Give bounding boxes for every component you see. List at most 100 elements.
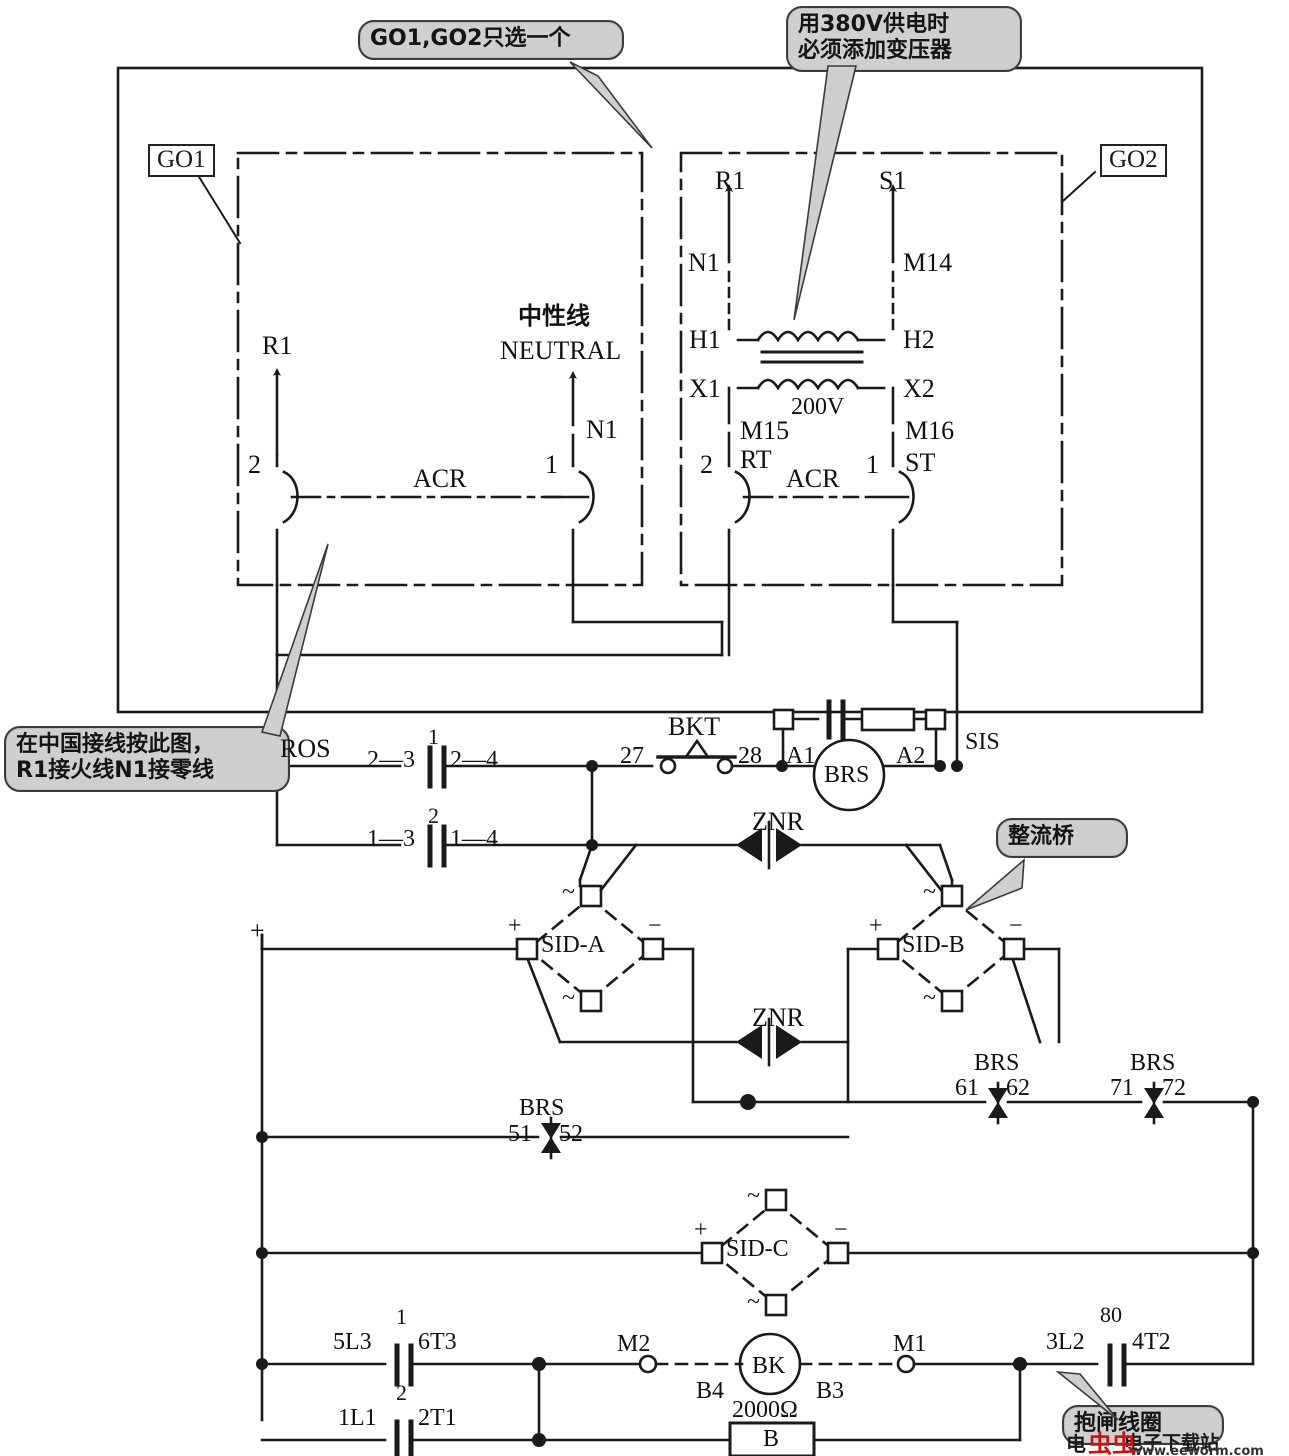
brs-a2-label: A2: [896, 743, 926, 769]
sid-c-ac1: ~: [747, 1183, 760, 1209]
cap5-right-label: 4T2: [1132, 1329, 1171, 1355]
callout-4-leader: [965, 858, 1025, 911]
go1-contact-2-label: 2: [248, 450, 261, 479]
cap1-right-label: 2—4: [450, 747, 498, 773]
callout-rectifier-bridge: 整流桥: [996, 818, 1128, 858]
go1-contact-1-label: 1: [545, 450, 558, 479]
sid-a-ac1: ~: [562, 879, 575, 905]
cap1-left-label: 2—3: [367, 747, 415, 773]
brs-a1-label: A1: [786, 743, 816, 769]
go1-n1-label: N1: [586, 415, 618, 444]
bk-m2-label: M2: [617, 1331, 651, 1357]
callout-go1-go2-choose-one: GO1,GO2只选一个: [358, 20, 624, 60]
watermark-site-cn: 电子下载站: [1124, 1432, 1220, 1454]
go2-frame: [679, 151, 1064, 587]
sid-c-label: SID-C: [726, 1236, 789, 1262]
bus-plus-mark: +: [250, 916, 265, 945]
go1-r1-label: R1: [262, 331, 293, 360]
callout-china-wiring: 在中国接线按此图， R1接火线N1接零线: [4, 726, 290, 792]
go2-x1-label: X1: [689, 374, 721, 403]
go1-frame: [236, 151, 644, 587]
watermark-brand-cn: 电: [1066, 1432, 1086, 1456]
znr-bottom-left-tri: [736, 1025, 762, 1059]
go2-st-label: ST: [905, 448, 936, 477]
brs-71-label: 71: [1110, 1075, 1134, 1101]
sid-b-ac2: ~: [923, 985, 936, 1011]
brs-62-label: 62: [1006, 1075, 1030, 1101]
callout-380v-transformer: 用380V供电时 必须添加变压器: [786, 6, 1022, 72]
brs-coil: [812, 738, 886, 812]
label-go2: GO2: [1100, 144, 1167, 177]
go2-contact-1-label: 1: [866, 450, 879, 479]
go2-s1-label: S1: [879, 166, 907, 195]
znr-bottom-right-tri: [776, 1025, 802, 1059]
sid-b-minus: −: [1009, 913, 1023, 939]
cap2-right-label: 1—4: [450, 826, 498, 852]
cap4-number-label: 2: [396, 1380, 407, 1405]
go2-acr-label: ACR: [786, 464, 840, 493]
go2-rt-label: RT: [740, 445, 772, 474]
callout-brake-coil: 抱闸线圈: [1062, 1405, 1224, 1445]
sid-b-diamond: [886, 896, 1016, 1002]
transformer-secondary-winding: [756, 378, 860, 391]
brs-71-72-name: BRS: [1130, 1050, 1176, 1076]
watermark-bug-2: 虫: [1112, 1430, 1136, 1456]
sid-a-minus: −: [648, 913, 662, 939]
brs-51-52-name: BRS: [519, 1095, 565, 1121]
cap3-left-label: 5L3: [333, 1329, 372, 1355]
go2-h1-label: H1: [689, 325, 721, 354]
znr-top-right-tri: [776, 828, 802, 862]
bkt-28-label: 28: [738, 743, 762, 769]
outer-enclosure-frame: [116, 66, 1204, 714]
sid-c-ac2: ~: [747, 1289, 760, 1315]
brs-51-label: 51: [508, 1121, 532, 1147]
sid-a-plus: +: [508, 913, 522, 939]
cap3-number-label: 1: [396, 1304, 407, 1329]
go2-contact-2-label: 2: [700, 450, 713, 479]
sid-a-ac2: ~: [562, 985, 575, 1011]
brs-72-label: 72: [1162, 1075, 1186, 1101]
go1-neutral-cn-label: 中性线: [518, 302, 590, 330]
znr-top-label: ZNR: [752, 807, 804, 836]
go2-m14-label: M14: [903, 248, 953, 277]
sid-a-diamond: [525, 896, 655, 1002]
bkt-label: BKT: [668, 712, 720, 741]
sid-c-minus: −: [834, 1217, 848, 1243]
callout-1-leader: [569, 61, 653, 149]
sid-c-plus: +: [694, 1217, 708, 1243]
go2-voltage-label: 200V: [791, 394, 845, 420]
watermark-bug-1: 虫: [1088, 1430, 1112, 1456]
go2-h2-label: H2: [903, 325, 935, 354]
znr-bottom-label: ZNR: [752, 1003, 804, 1032]
go1-acr-label: ACR: [413, 464, 467, 493]
cap5-number-label: 80: [1100, 1302, 1122, 1327]
brs-52-label: 52: [559, 1121, 583, 1147]
brs-coil-label: BRS: [824, 762, 870, 788]
go2-n1-label: N1: [688, 248, 720, 277]
znr-top-left-tri: [736, 828, 762, 862]
go2-right-blade: [898, 470, 915, 524]
bk-coil-label: BK: [752, 1353, 786, 1379]
resistor-b-label: B: [763, 1426, 780, 1452]
sid-a-label: SID-A: [541, 932, 605, 958]
sid-b-ac1: ~: [923, 879, 936, 905]
callout-2-leader: [793, 65, 858, 321]
go1-right-blade: [578, 470, 595, 524]
sid-b-plus: +: [869, 913, 883, 939]
resistor-value-label: 2000Ω: [732, 1397, 798, 1423]
cap1-number-label: 1: [428, 724, 439, 749]
label-go1: GO1: [148, 144, 215, 177]
watermark-site-url: www.eeworm.com: [1130, 1444, 1264, 1456]
bk-m1-label: M1: [893, 1331, 927, 1357]
cap2-left-label: 1—3: [367, 826, 415, 852]
callout-5-leader: [1055, 1370, 1119, 1421]
go2-r1-label: R1: [715, 166, 746, 195]
cap4-left-label: 1L1: [338, 1405, 377, 1431]
go1-neutral-en-label: NEUTRAL: [500, 336, 622, 365]
cap2-number-label: 2: [428, 803, 439, 828]
brs-61-62-name: BRS: [974, 1050, 1020, 1076]
sid-c-diamond: [710, 1200, 840, 1306]
go2-m15-label: M15: [740, 416, 790, 445]
